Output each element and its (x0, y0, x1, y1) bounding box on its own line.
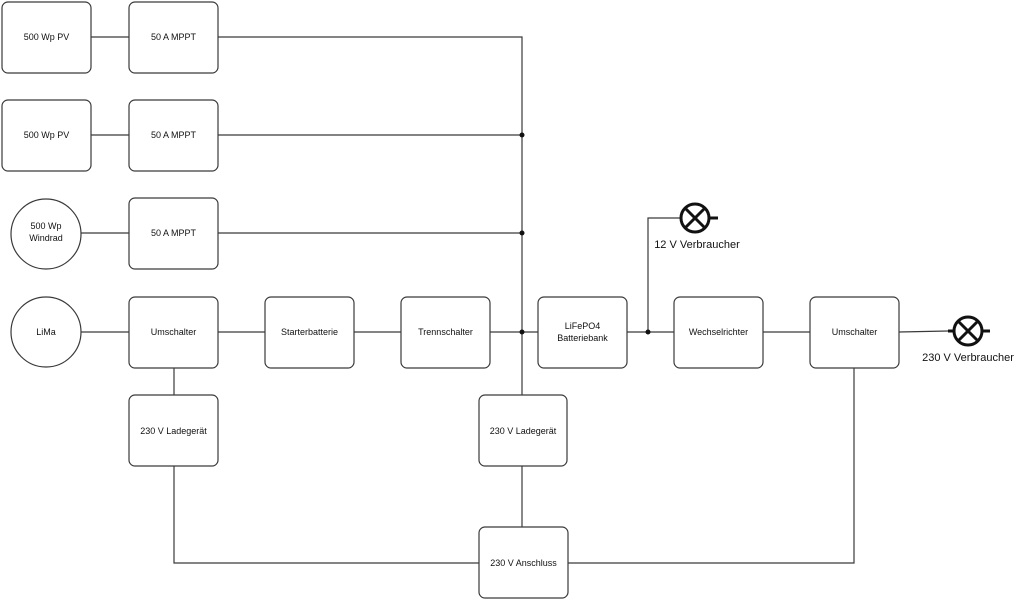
wind-label-line2: Windrad (29, 233, 63, 243)
lamp-icon (948, 315, 990, 347)
lamp-icon (679, 202, 718, 234)
junction-dot (519, 230, 525, 236)
mppt3-label: 50 A MPPT (151, 228, 197, 238)
junction-dot (645, 329, 651, 335)
starterbatterie-label: Starterbatterie (281, 327, 338, 337)
pv1-box: 500 Wp PV (1, 1, 92, 74)
lima-circle: LiMa (10, 296, 82, 368)
wires (81, 36, 949, 564)
charger-mid-box: 230 V Ladegerät (478, 394, 568, 467)
battery-label-line2: Batteriebank (557, 333, 608, 343)
wire-charger-left-anschluss (173, 466, 479, 564)
wire-umschalter-acload (898, 330, 949, 333)
wire-dc-load (647, 217, 680, 332)
charger-left-box: 230 V Ladegerät (128, 394, 219, 467)
wind-turbine-circle: 500 Wp Windrad (10, 198, 82, 270)
wire-mppt1-bus (218, 36, 523, 332)
trennschalter-label: Trennschalter (418, 327, 473, 337)
umschalter-left-label: Umschalter (151, 327, 197, 337)
wind-label-line1: 500 Wp (30, 221, 61, 231)
starterbatterie-box: Starterbatterie (264, 296, 355, 369)
junctions (519, 132, 651, 335)
pv2-box: 500 Wp PV (1, 99, 92, 172)
junction-dot (519, 329, 525, 335)
battery-bank-box: LiFePO4 Batteriebank (537, 296, 628, 369)
dc-load-label: 12 V Verbraucher (654, 239, 740, 251)
charger-mid-label: 230 V Ladegerät (490, 426, 557, 436)
anschluss-box: 230 V Anschluss (478, 526, 569, 599)
mppt1-label: 50 A MPPT (151, 32, 197, 42)
junction-dot (519, 132, 525, 138)
battery-label-line1: LiFePO4 (565, 321, 601, 331)
wechselrichter-box: Wechselrichter (673, 296, 764, 369)
anschluss-label: 230 V Anschluss (490, 558, 557, 568)
mppt2-box: 50 A MPPT (128, 99, 219, 172)
pv2-label: 500 Wp PV (24, 130, 70, 140)
ac-load-label: 230 V Verbraucher (922, 352, 1014, 364)
mppt1-box: 50 A MPPT (128, 1, 219, 74)
wechselrichter-label: Wechselrichter (689, 327, 748, 337)
wire-anschluss-umschalter-right (568, 368, 855, 564)
umschalter-right-label: Umschalter (832, 327, 878, 337)
mppt2-label: 50 A MPPT (151, 130, 197, 140)
mppt3-box: 50 A MPPT (128, 197, 219, 270)
charger-left-label: 230 V Ladegerät (140, 426, 207, 436)
lima-label: LiMa (36, 327, 56, 337)
umschalter-right-box: Umschalter (809, 296, 900, 369)
umschalter-left-box: Umschalter (128, 296, 219, 369)
pv1-label: 500 Wp PV (24, 32, 70, 42)
trennschalter-box: Trennschalter (400, 296, 491, 369)
